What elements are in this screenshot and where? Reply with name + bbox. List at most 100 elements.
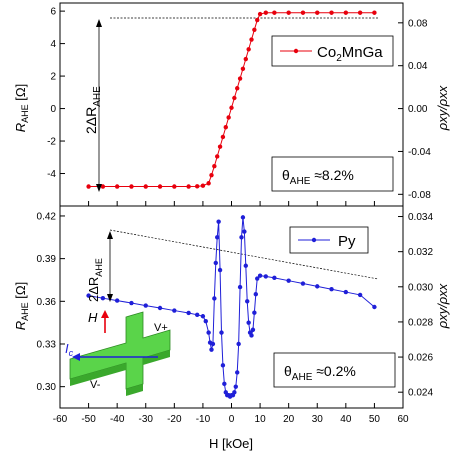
data-point [220, 363, 226, 368]
data-point [212, 164, 217, 169]
top-x-axis-ticks [59, 201, 404, 206]
data-point [219, 330, 224, 335]
x-tick-label: 40 [340, 414, 352, 425]
data-point [255, 276, 260, 281]
data-point [372, 304, 377, 310]
data-point [286, 10, 291, 15]
data-point [233, 384, 238, 389]
data-point [215, 154, 220, 159]
data-point [100, 184, 106, 189]
data-point [223, 125, 228, 130]
data-point [157, 305, 163, 311]
y2-tick-label: 0.032 [408, 247, 433, 258]
y-tick-label: 2 [50, 72, 56, 83]
x-tick-label: -40 [110, 414, 125, 425]
data-point [186, 184, 191, 189]
data-point [217, 267, 223, 273]
bottom-theta-label: θAHE ≈0.2% [284, 363, 356, 383]
y2-tick-label: 0.028 [408, 317, 433, 328]
x-tick-label: -30 [139, 414, 154, 425]
y2-tick-label: 0.026 [408, 353, 433, 364]
data-point [209, 172, 214, 178]
current-label: Ic [65, 341, 74, 358]
data-point [252, 27, 257, 32]
y-tick-label: -4 [47, 169, 56, 180]
data-point [226, 115, 231, 120]
data-point [206, 181, 211, 186]
bottom-theta-box: θAHE ≈0.2% [273, 352, 396, 388]
data-point [243, 56, 248, 62]
data-point [209, 347, 214, 352]
data-point [272, 10, 277, 15]
y-tick-label: 0.39 [37, 254, 57, 265]
top-y-axis-label: RAHE [Ω] [13, 84, 30, 132]
data-point [263, 10, 268, 15]
data-point [343, 289, 349, 295]
bottom-y-axis-ticks: 0.300.330.360.390.42 [37, 211, 65, 393]
data-point [250, 327, 256, 332]
top-theta-label: θAHE ≈8.2% [282, 167, 354, 187]
x-tick-label: 10 [255, 414, 267, 425]
data-point [249, 333, 254, 338]
data-point [357, 10, 363, 15]
data-point [272, 275, 277, 281]
bottom-delta-label: 2ΔRAHE [86, 258, 104, 302]
data-point [212, 296, 217, 301]
hall-cross-inset: Ic V+ V- H [65, 310, 171, 396]
top-y2-axis-label: ρxy/ρxx [435, 85, 450, 131]
bottom-delta-arrow [107, 231, 113, 302]
data-point [242, 229, 247, 234]
data-point [329, 10, 334, 15]
data-point [237, 284, 243, 290]
data-point [286, 278, 291, 283]
data-point [100, 295, 106, 301]
data-point [235, 370, 240, 375]
y2-tick-label: 0.034 [408, 212, 433, 223]
data-point [217, 144, 223, 149]
data-point [263, 274, 268, 279]
x-tick-label: -60 [53, 414, 68, 425]
data-point [213, 260, 218, 266]
data-point [143, 303, 148, 308]
data-point [206, 330, 211, 335]
y-tick-label: 0.42 [37, 211, 57, 222]
y-tick-label: 0.33 [37, 339, 57, 350]
top-delta-arrow [96, 19, 102, 192]
x-axis-label: H [kOe] [209, 436, 253, 451]
vplus-label: V+ [154, 322, 168, 334]
bottom-series-py [86, 215, 377, 399]
data-point [240, 215, 246, 220]
x-tick-label: -20 [167, 414, 182, 425]
data-point [255, 17, 260, 23]
top-legend: Co2MnGa [271, 35, 394, 67]
x-tick-label: 0 [229, 414, 235, 425]
data-point [232, 95, 237, 101]
data-point [200, 314, 206, 319]
y2-tick-label: 0.024 [408, 388, 433, 399]
data-point [257, 11, 263, 17]
top-y2-axis-ticks: -0.08-0.040.000.040.08 [398, 18, 431, 201]
data-point [86, 293, 91, 298]
data-point [249, 37, 254, 42]
top-series-co2mnga [86, 10, 377, 189]
data-point [245, 299, 250, 304]
bottom-y-axis-label: RAHE [Ω] [13, 282, 30, 330]
data-point [300, 281, 306, 286]
x-tick-label: 20 [283, 414, 295, 425]
x-tick-label: -50 [81, 414, 96, 425]
data-point [239, 235, 244, 240]
data-point [357, 292, 363, 298]
data-point [246, 47, 251, 52]
data-point [315, 10, 320, 15]
data-point [236, 341, 241, 347]
data-point [300, 10, 306, 15]
y-tick-label: 4 [50, 39, 56, 50]
y2-tick-label: 0.08 [408, 18, 428, 29]
data-point [243, 263, 248, 268]
y2-tick-label: 0.00 [408, 104, 428, 115]
data-point [315, 284, 320, 289]
